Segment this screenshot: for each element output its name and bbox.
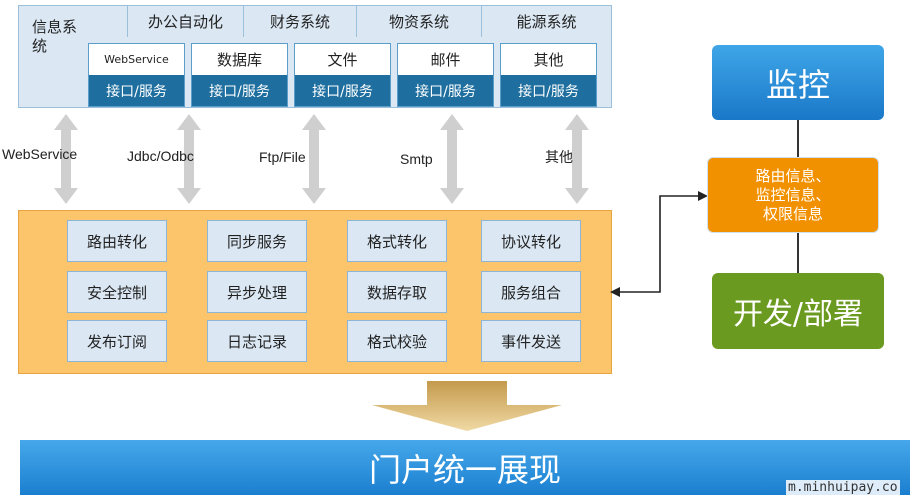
service-port: 接口/服务 (89, 75, 184, 106)
func-async-processing: 异步处理 (207, 271, 307, 313)
func-data-access: 数据存取 (347, 271, 447, 313)
protocol-label-webservice: WebService (2, 146, 78, 162)
deploy-box: 开发/部署 (712, 273, 884, 349)
connector-line (797, 120, 799, 157)
service-card-database: 数据库 接口/服务 (191, 43, 288, 107)
watermark: m.minhuipay.co (786, 480, 900, 495)
info-line: 路由信息、 (755, 166, 831, 185)
service-card-file: 文件 接口/服务 (294, 43, 391, 107)
service-card-mail: 邮件 接口/服务 (397, 43, 494, 107)
func-protocol-conversion: 协议转化 (481, 220, 581, 262)
service-card-webservice: WebService 接口/服务 (88, 43, 185, 107)
double-arrow-icon (440, 114, 464, 204)
protocol-label-jdbc: Jdbc/Odbc (127, 148, 194, 164)
func-logging: 日志记录 (207, 320, 307, 362)
protocol-label-smtp: Smtp (400, 151, 433, 167)
double-arrow-icon (54, 114, 78, 204)
func-security-control: 安全控制 (67, 271, 167, 313)
connector-arrow-icon (610, 191, 708, 297)
connector-line (797, 233, 799, 273)
double-arrow-icon (565, 114, 589, 204)
system-tab-energy: 能源系统 (481, 5, 612, 37)
service-name: 邮件 (430, 51, 461, 69)
protocol-label-ftp: Ftp/File (259, 149, 306, 165)
system-tab-finance: 财务系统 (243, 5, 357, 37)
func-event-dispatch: 事件发送 (481, 320, 581, 362)
service-port: 接口/服务 (295, 75, 390, 106)
down-arrow-icon (372, 381, 562, 431)
func-format-validation: 格式校验 (347, 320, 447, 362)
system-tab-materials: 物资系统 (356, 5, 482, 37)
portal-banner: 门户统一展现 (20, 440, 910, 495)
info-line: 监控信息、 (755, 185, 831, 204)
func-publish-subscribe: 发布订阅 (67, 320, 167, 362)
info-system-title: 信息系统 (32, 18, 78, 55)
info-line: 权限信息 (762, 204, 823, 223)
service-port: 接口/服务 (192, 75, 287, 106)
service-name: 数据库 (216, 51, 262, 69)
service-port: 接口/服务 (501, 75, 596, 106)
info-box: 路由信息、 监控信息、 权限信息 (707, 157, 879, 233)
func-service-composition: 服务组合 (481, 271, 581, 313)
service-name: 文件 (327, 51, 358, 69)
service-card-other: 其他 接口/服务 (500, 43, 597, 107)
service-port: 接口/服务 (398, 75, 493, 106)
double-arrow-icon (177, 114, 201, 204)
system-tab-office-automation: 办公自动化 (127, 5, 244, 37)
func-routing-conversion: 路由转化 (67, 220, 167, 262)
protocol-label-other: 其他 (545, 150, 573, 166)
double-arrow-icon (302, 114, 326, 204)
func-sync-service: 同步服务 (207, 220, 307, 262)
service-name: 其他 (533, 51, 564, 69)
monitor-box: 监控 (712, 45, 884, 120)
func-format-conversion: 格式转化 (347, 220, 447, 262)
service-name: WebService (104, 53, 169, 66)
